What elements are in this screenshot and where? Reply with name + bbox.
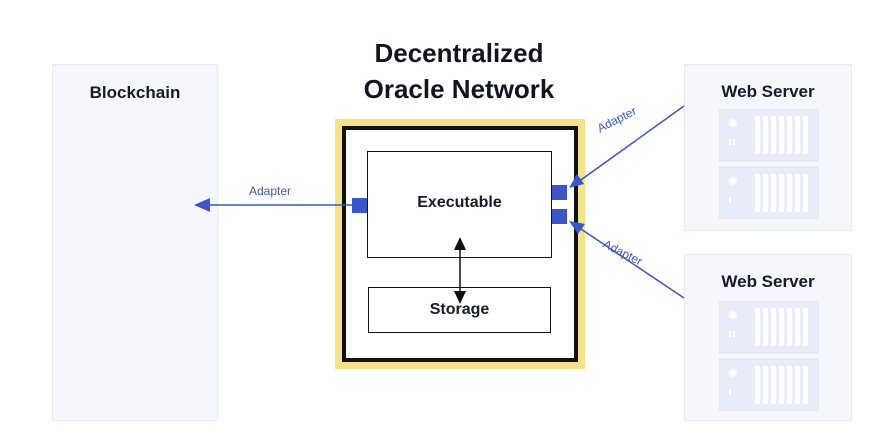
oracle-port-right-bottom — [552, 209, 567, 224]
diagram-title-line-1: Decentralized — [374, 38, 544, 68]
adapter-label-blockchain: Adapter — [249, 184, 292, 198]
web-server-label-1: Web Server — [721, 82, 815, 101]
arrowhead-server-2-icon — [569, 221, 585, 234]
storage-label: Storage — [429, 301, 490, 318]
blockchain-panel: Blockchain — [52, 64, 218, 421]
executable-label: Executable — [417, 194, 502, 211]
oracle-port-right-top — [552, 185, 567, 200]
server-rack-icon — [719, 109, 819, 219]
adapter-line-server-2 — [577, 226, 685, 299]
adapter-line-server-1 — [577, 105, 685, 183]
web-server-panel-2: Web Server — [684, 254, 852, 421]
arrow-up-icon — [454, 237, 466, 250]
arrowhead-left-icon — [194, 198, 210, 212]
web-server-label-2: Web Server — [721, 272, 815, 291]
arrow-down-icon — [454, 291, 466, 304]
oracle-port-left — [352, 198, 367, 213]
arrowhead-server-1-icon — [569, 174, 584, 188]
diagram-title-line-2: Oracle Network — [363, 74, 555, 104]
blockchain-label: Blockchain — [89, 83, 181, 102]
server-rack-icon — [719, 301, 819, 411]
web-server-panel-1: Web Server — [684, 64, 852, 231]
